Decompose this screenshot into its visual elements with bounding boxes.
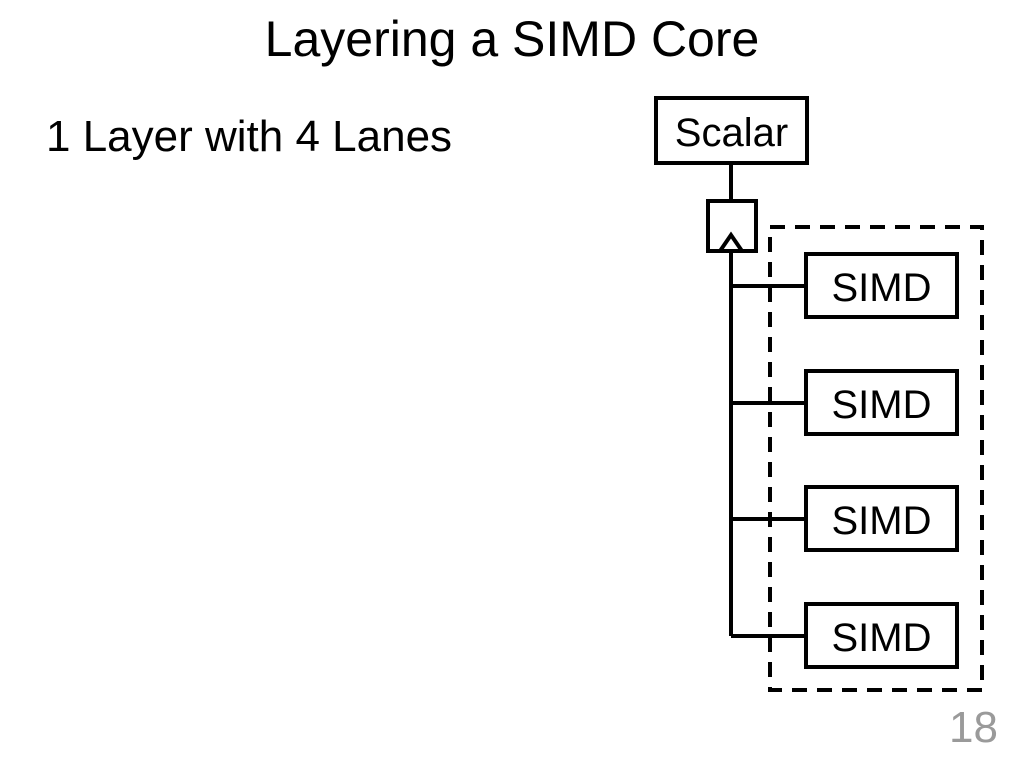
simd-lane: SIMD <box>731 485 959 552</box>
layer-boundary <box>768 225 984 692</box>
bullet-text: 1 Layer with 4 Lanes <box>46 112 453 161</box>
slide-title: Layering a SIMD Core <box>264 11 760 67</box>
simd-label: SIMD <box>832 499 932 543</box>
clock-triangle-icon <box>718 231 744 253</box>
simd-box <box>804 369 959 436</box>
simd-box <box>804 485 959 552</box>
simd-box <box>804 602 959 669</box>
simd-lane: SIMD <box>731 602 959 669</box>
scalar-block: Scalar <box>654 96 809 165</box>
scalar-label: Scalar <box>675 111 788 155</box>
simd-label: SIMD <box>832 616 932 660</box>
simd-lane: SIMD <box>731 252 959 319</box>
simd-box <box>804 252 959 319</box>
pipeline-register <box>706 199 758 253</box>
page-number: 18 <box>949 703 998 752</box>
simd-lane: SIMD <box>731 369 959 436</box>
simd-label: SIMD <box>832 383 932 427</box>
simd-label: SIMD <box>832 266 932 310</box>
